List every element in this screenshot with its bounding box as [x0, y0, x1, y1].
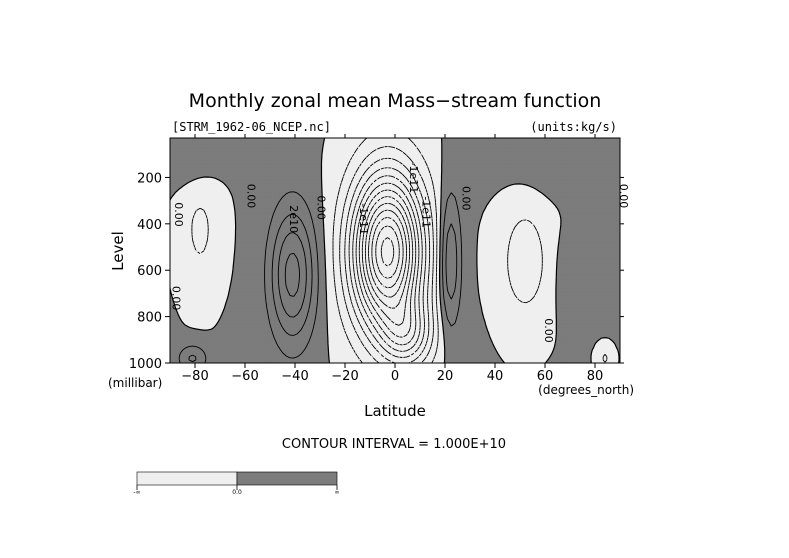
y-axis-ticks: 200 400 600 800 1000: [129, 171, 624, 372]
contour-negative: [364, 202, 411, 309]
y-tick-label: 800: [137, 311, 162, 326]
y-axis-label: Level: [109, 231, 127, 271]
x-tick-label: 60: [537, 369, 554, 384]
x-tick-label: −40: [281, 369, 308, 384]
contour-negative: [352, 175, 423, 352]
contour-negative: [375, 225, 400, 279]
contour-value-label: 0.00: [245, 184, 258, 209]
contour-positive: [277, 232, 307, 318]
contour-value-label: 0.00: [459, 186, 472, 211]
contour-value-label: 0.00: [542, 318, 555, 343]
contour-positive: [284, 252, 300, 297]
y-tick-label: 200: [137, 171, 162, 186]
positive-shading: [169, 137, 621, 364]
contour-value-label: -1e11: [419, 196, 432, 228]
x-tick-label: 80: [587, 369, 604, 384]
contour-zero: [169, 137, 620, 364]
x-tick-label: −20: [331, 369, 358, 384]
contour-negative: [358, 189, 417, 338]
colorbar-label-zero: 0.0: [232, 489, 242, 496]
contour-labels: 0.00 0.00 0.00 0.00 0.00 0.00 0.00 2e10 -1e11 -1e…: [170, 162, 630, 343]
contour-negative: [368, 209, 407, 298]
contour-negative: [191, 137, 608, 364]
chart-title: Monthly zonal mean Mass−stream function: [189, 90, 602, 112]
contour-positive: [188, 213, 458, 363]
colorbar-negative-swatch: [136, 471, 238, 486]
colorbar: -∞ 0.0 ∞: [133, 471, 340, 496]
contour-value-label: -1e11: [407, 162, 420, 194]
y-tick-label: 600: [137, 264, 162, 279]
y-axis-units: (millibar): [108, 376, 162, 390]
contour-negative: [380, 237, 395, 267]
plot-area: 0.00 0.00 0.00 0.00 0.00 0.00 0.00 2e10 -1e11 -1e…: [169, 137, 630, 364]
x-axis-label: Latitude: [364, 402, 426, 420]
contour-lines: [169, 137, 620, 364]
contour-interval-note: CONTOUR INTERVAL = 1.000E+10: [282, 437, 506, 452]
colorbar-label-high: ∞: [335, 489, 340, 496]
contour-value-label: 0.00: [617, 184, 630, 209]
contour-negative: [361, 196, 414, 326]
contour-value-label: -1e11: [357, 203, 370, 235]
file-label: [STRM_1962-06_NCEP.nc]: [172, 120, 331, 134]
units-label: (units:kg/s): [530, 120, 617, 134]
x-tick-label: −60: [231, 369, 258, 384]
contour-negative: [348, 167, 427, 358]
contour-value-label: 2e10: [287, 205, 300, 233]
x-axis-units: (degrees_north): [538, 383, 634, 397]
colorbar-label-low: -∞: [133, 489, 140, 496]
contour-negative: [344, 157, 431, 364]
y-tick-label: 1000: [129, 357, 162, 372]
colorbar-positive-swatch: [236, 471, 338, 486]
contour-positive: [178, 191, 463, 364]
contour-negative: [339, 146, 434, 364]
x-axis-ticks: −80 −60 −40 −20 0 20 40 60 80: [181, 134, 603, 384]
contour-negative: [371, 216, 404, 289]
x-tick-label: −80: [181, 369, 208, 384]
x-tick-label: 40: [487, 369, 504, 384]
x-tick-label: 0: [391, 369, 399, 384]
contour-value-label: 0.00: [315, 195, 328, 220]
contour-value-label: 0.00: [172, 202, 185, 227]
contour-value-label: 0.00: [170, 286, 183, 311]
y-tick-label: 400: [137, 218, 162, 233]
contour-negative: [355, 182, 420, 346]
x-tick-label: 20: [437, 369, 454, 384]
positive-region: [169, 137, 621, 364]
